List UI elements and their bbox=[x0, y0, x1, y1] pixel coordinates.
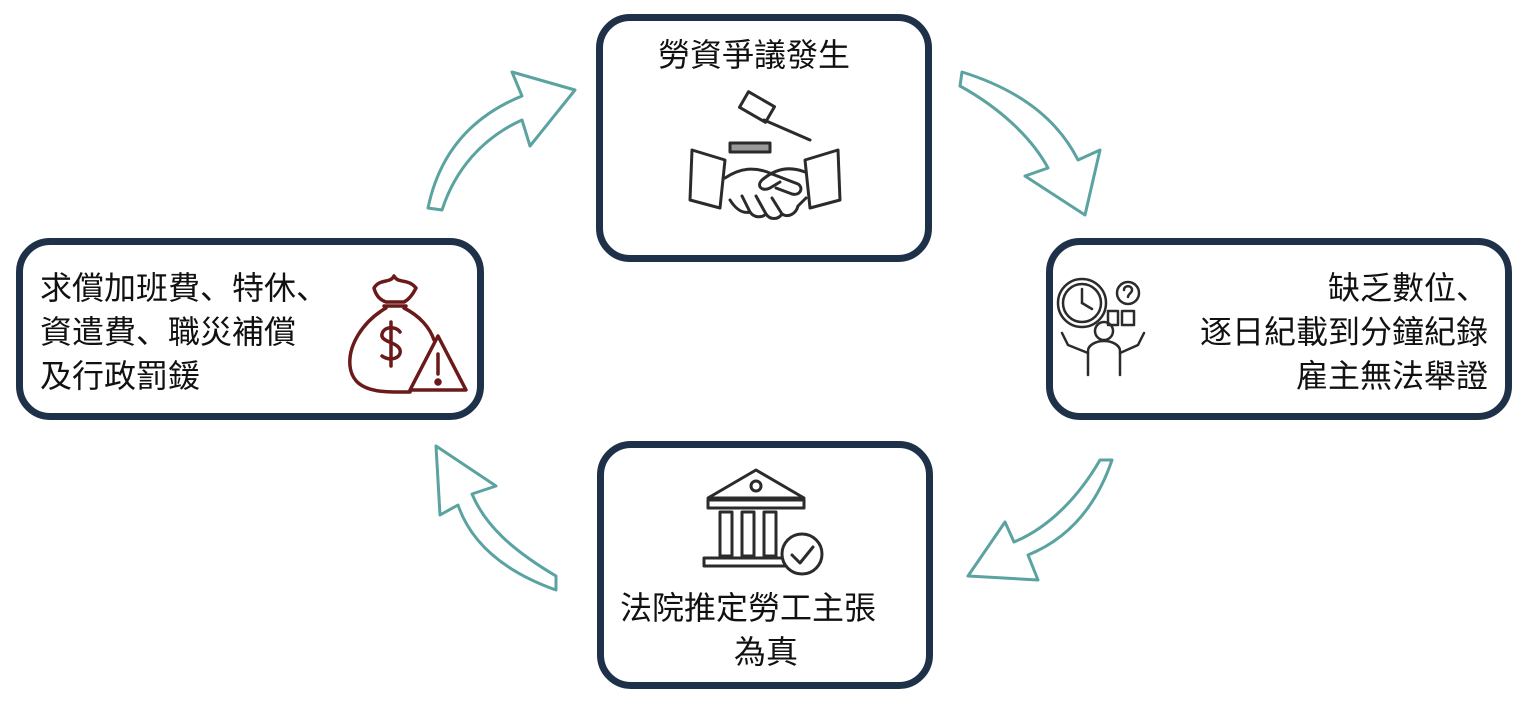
node-compensation-claims bbox=[16, 238, 484, 420]
node-no-digital-records-line-2: 逐日紀載到分鐘紀錄 bbox=[1199, 313, 1488, 351]
arrow-bottom-to-left bbox=[434, 444, 558, 592]
arrow-top-to-right bbox=[958, 70, 1102, 217]
arrow-left-to-top bbox=[426, 70, 577, 212]
money-bag-warning-icon bbox=[348, 274, 468, 394]
arrow-right-to-bottom bbox=[966, 458, 1114, 582]
node-no-digital-records bbox=[1046, 238, 1512, 420]
node-no-digital-records-line-1: 缺乏數位、 bbox=[1327, 269, 1488, 307]
node-court-presumes-line-1: 法院推定勞工主張 bbox=[620, 589, 877, 627]
node-court-presumes bbox=[597, 441, 933, 689]
clock-confused-person-icon bbox=[1056, 277, 1146, 377]
node-dispute-occurs-line-1: 勞資爭議發生 bbox=[658, 36, 851, 74]
node-compensation-claims-line-3: 及行政罰鍰 bbox=[40, 357, 201, 395]
courthouse-check-icon bbox=[702, 468, 824, 576]
node-compensation-claims-line-1: 求償加班費、特休、 bbox=[40, 269, 329, 307]
node-compensation-claims-line-2: 資遣費、職災補償 bbox=[40, 313, 297, 351]
node-dispute-occurs bbox=[596, 14, 932, 262]
gavel-handshake-icon bbox=[688, 90, 842, 220]
node-no-digital-records-line-3: 雇主無法舉證 bbox=[1295, 357, 1488, 395]
node-court-presumes-line-2: 為真 bbox=[734, 633, 799, 671]
